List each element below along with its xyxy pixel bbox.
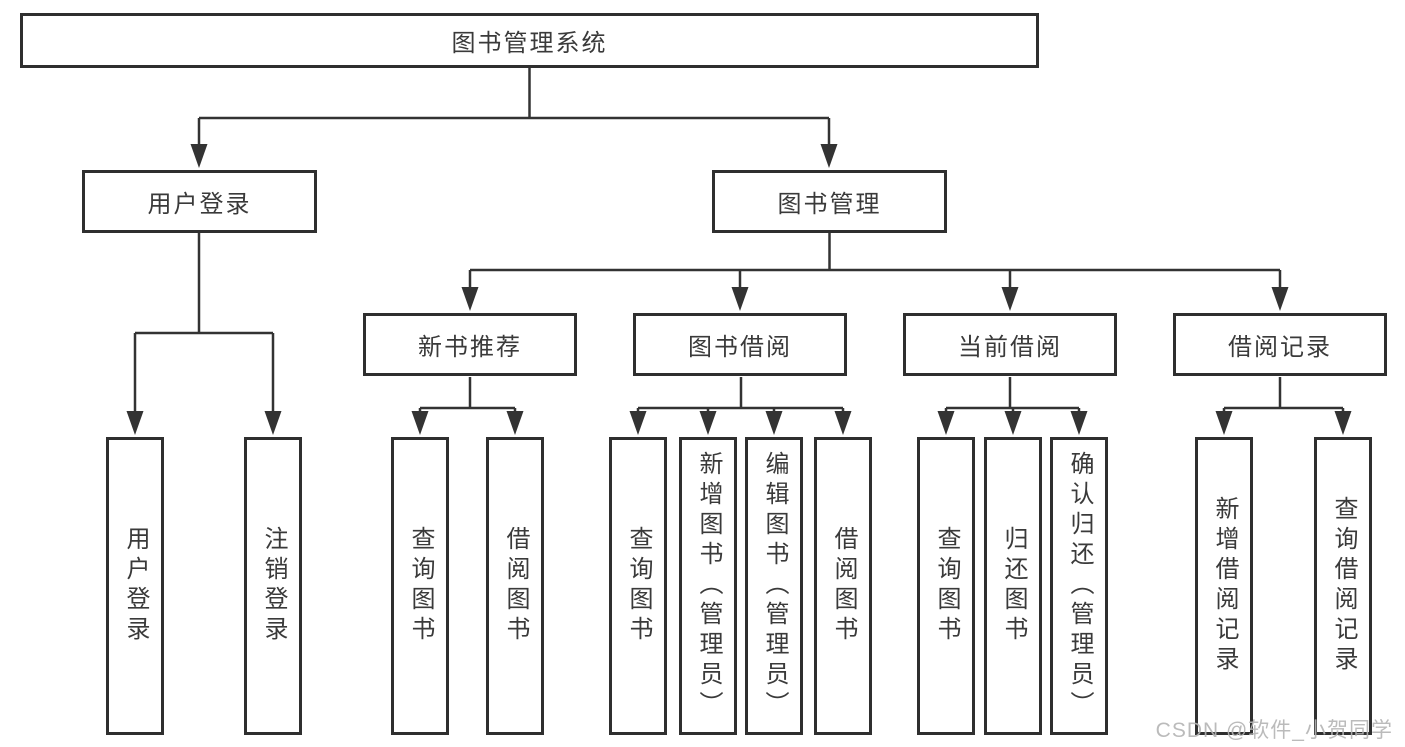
leaf-current-query-books: 查询图书 [917,437,975,735]
box-library-management-system: 图书管理系统 [20,13,1039,68]
leaf-records-query-record-label: 查询借阅记录 [1330,496,1357,676]
csdn-watermark: CSDN @软件_小贺同学 [1155,719,1393,742]
leaf-newbook-borrow-books-label: 借阅图书 [502,526,529,646]
leaf-borrowing-query-books-label: 查询图书 [625,526,652,646]
leaf-current-return-books: 归还图书 [984,437,1042,735]
leaf-newbook-query-books-label: 查询图书 [407,526,434,646]
leaf-borrowing-borrow-books-label: 借阅图书 [830,526,857,646]
leaf-user-login-label: 用户登录 [122,526,149,646]
box-current-borrowing: 当前借阅 [903,313,1117,376]
leaf-borrowing-add-books-admin: 新增图书（管理员） [679,437,737,735]
leaf-records-add-record: 新增借阅记录 [1195,437,1253,735]
box-book-borrowing: 图书借阅 [633,313,847,376]
box-book-management: 图书管理 [712,170,947,233]
box-borrowing-records: 借阅记录 [1173,313,1387,376]
leaf-borrowing-query-books: 查询图书 [609,437,667,735]
leaf-current-query-books-label: 查询图书 [933,526,960,646]
leaf-records-add-record-label: 新增借阅记录 [1211,496,1238,676]
leaf-newbook-borrow-books: 借阅图书 [486,437,544,735]
leaf-newbook-query-books: 查询图书 [391,437,449,735]
leaf-current-confirm-return-admin: 确认归还（管理员） [1050,437,1108,735]
leaf-borrowing-edit-books-admin-label: 编辑图书（管理员） [761,451,788,721]
leaf-borrowing-borrow-books: 借阅图书 [814,437,872,735]
leaf-logout-label: 注销登录 [260,526,287,646]
leaf-records-query-record: 查询借阅记录 [1314,437,1372,735]
box-user-login: 用户登录 [82,170,317,233]
leaf-current-confirm-return-admin-label: 确认归还（管理员） [1066,451,1093,721]
leaf-borrowing-add-books-admin-label: 新增图书（管理员） [695,451,722,721]
leaf-borrowing-edit-books-admin: 编辑图书（管理员） [745,437,803,735]
leaf-current-return-books-label: 归还图书 [1000,526,1027,646]
leaf-logout: 注销登录 [244,437,302,735]
box-new-book-recommend: 新书推荐 [363,313,577,376]
leaf-user-login: 用户登录 [106,437,164,735]
